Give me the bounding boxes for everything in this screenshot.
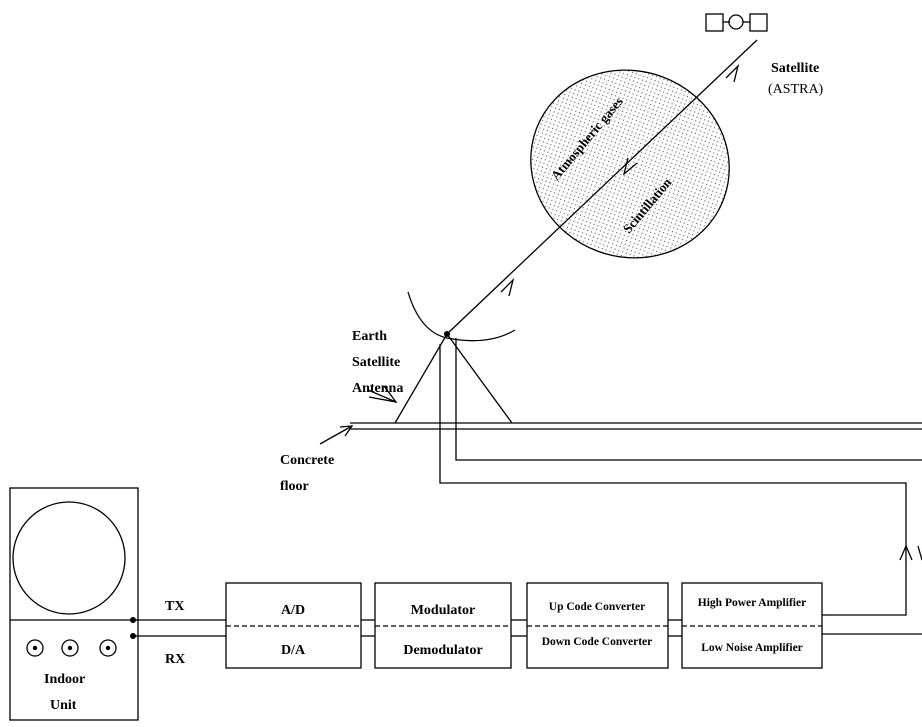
uplink-arrow-icon (725, 63, 740, 83)
indoor-unit-label-line1: Indoor (44, 672, 85, 687)
indoor-unit (9, 487, 139, 721)
antenna-cable-rx (455, 338, 922, 461)
da-label: D/A (281, 643, 306, 658)
antenna-label-line2: Satellite (352, 355, 400, 370)
modulator-label: Modulator (411, 603, 476, 618)
rx-label: RX (165, 652, 185, 667)
antenna-label-line3: Antenna (352, 381, 403, 396)
uplink-path (446, 39, 758, 335)
satellite-label: Satellite (771, 61, 819, 76)
indoor-unit-knob-icon (61, 639, 79, 657)
atmosphere-ellipse (530, 69, 730, 259)
indoor-unit-screen (12, 501, 126, 615)
ad-label: A/D (281, 603, 305, 618)
floor-label-line1: Concrete (280, 453, 334, 468)
satellite-sublabel: (ASTRA) (768, 82, 824, 97)
antenna-cable-tx (439, 344, 907, 616)
tx-label: TX (165, 599, 184, 614)
uplink-arrow-icon (500, 277, 515, 297)
downlink-arrow-icon (622, 157, 638, 176)
antenna-icon (394, 291, 516, 424)
lna-label: Low Noise Amplifier (701, 642, 803, 654)
cable-arrow-icon (899, 544, 913, 561)
up-converter-label: Up Code Converter (549, 601, 645, 613)
floor-pointer-arrow-icon (339, 425, 354, 437)
code-converter-block (526, 582, 669, 669)
down-converter-label: Down Code Converter (542, 636, 653, 648)
indoor-unit-knob-icon (26, 639, 44, 657)
floor-label-line2: floor (280, 479, 309, 494)
satellite-icon (705, 13, 768, 32)
hpa-label: High Power Amplifier (698, 597, 806, 609)
antenna-label-line1: Earth (352, 329, 387, 344)
indoor-unit-label-line2: Unit (50, 698, 77, 713)
indoor-unit-knob-icon (99, 639, 117, 657)
floor-pointer-line (319, 425, 353, 445)
demodulator-label: Demodulator (403, 643, 482, 658)
